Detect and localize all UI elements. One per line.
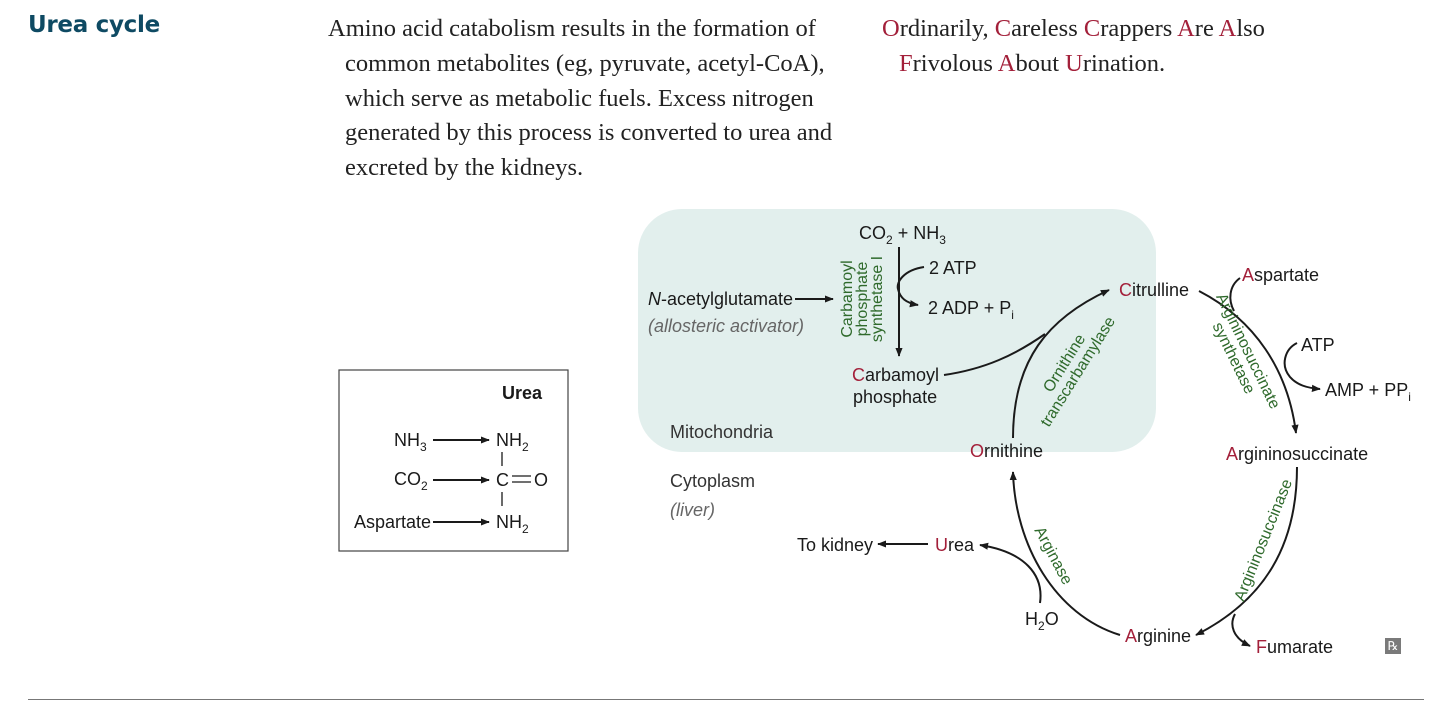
aspartate-join-arrow <box>1229 277 1241 312</box>
mnemonic-word: rappers <box>1100 15 1178 42</box>
bottom-divider <box>28 699 1424 700</box>
mnemonic-letter: O <box>882 15 900 42</box>
mnemonic-letter: U <box>1065 49 1083 77</box>
atp-adp-side-arrow <box>896 266 925 308</box>
enzyme-cps-line1: Carbamoyl <box>839 260 856 337</box>
mitochondria-region <box>638 209 1156 452</box>
arginase-urea-arrow <box>979 542 1042 604</box>
atp-in-label: 2 ATP <box>929 258 977 278</box>
urea-product-oxygen: O <box>534 470 548 490</box>
urea-source-co2: CO2 <box>394 469 428 493</box>
intro-text: Amino acid catabolism results in the for… <box>328 15 833 182</box>
atp-label: ATP <box>1301 335 1335 355</box>
fumarate-label: Fumarate <box>1256 637 1333 657</box>
intro-paragraph: Amino acid catabolism results in the for… <box>328 12 868 186</box>
co2-nh3-substrates: CO2 + NH3 <box>859 223 946 247</box>
arginine-label: Arginine <box>1125 626 1191 646</box>
mnemonic-letter: A <box>997 49 1016 77</box>
asl-enzyme-label: Argininosuccinase <box>1232 477 1296 604</box>
urea-source-nh3: NH3 <box>394 430 427 454</box>
mnemonic-letter: F <box>899 49 913 77</box>
cytoplasm-label: Cytoplasm <box>670 471 755 491</box>
mnemonic-letter: C <box>994 15 1012 42</box>
adp-out-label: 2 ADP + Pi <box>928 298 1014 322</box>
argininosuccinate-to-arginine-arrow <box>1195 466 1298 636</box>
urea-composition-box: Urea NH3 CO2 Aspartate NH2 C O NH2 <box>338 369 569 552</box>
mnemonic-word: lso <box>1236 15 1265 42</box>
urea-product-top: NH2 <box>496 430 529 454</box>
mnemonic-word: rdinarily, <box>899 15 995 42</box>
mnemonic-letter: A <box>1218 15 1237 42</box>
carbamoyl-phosphate-label: Carbamoyl <box>852 365 939 385</box>
carbamoyl-join-arrow <box>943 333 1046 376</box>
urea-box-title: Urea <box>502 383 543 403</box>
citrulline-label: Citrulline <box>1119 280 1189 300</box>
mnemonic-word: areless <box>1011 15 1084 42</box>
arginine-to-ornithine-arrow <box>1009 471 1121 636</box>
cps-enzyme-label: Carbamoyl phosphate synthetase I <box>839 256 886 342</box>
fumarate-side-arrow <box>1231 613 1251 647</box>
argininosuccinate-label: Argininosuccinate <box>1226 444 1368 464</box>
urea-product-bottom: NH2 <box>496 512 529 536</box>
cytoplasm-note: (liver) <box>670 500 715 520</box>
enzyme-asl: Argininosuccinase <box>1232 477 1296 604</box>
regulator-name: N-acetylglutamate <box>648 289 793 309</box>
urea-label: Urea <box>935 535 975 555</box>
mnemonic-word: rivolous <box>912 49 998 77</box>
mnemonic: Ordinarily, Careless Crappers Are Also F… <box>882 12 1402 82</box>
enzyme-cps-line3: synthetase I <box>869 256 886 342</box>
carbamoyl-phosphate-line2: phosphate <box>853 387 937 407</box>
rx-icon: ℞ <box>1385 638 1401 654</box>
enzyme-cps-line2: phosphate <box>854 262 871 337</box>
urea-product-carbon: C <box>496 470 509 490</box>
aspartate-label: Aspartate <box>1242 265 1319 285</box>
ornithine-label: Ornithine <box>970 441 1043 461</box>
regulator-note: (allosteric activator) <box>648 316 804 336</box>
ornithine-to-citrulline-arrow <box>1012 289 1110 439</box>
amp-ppi-label: AMP + PPi <box>1325 380 1411 404</box>
mnemonic-letter: C <box>1083 15 1101 42</box>
water-label: H2O <box>1025 609 1059 633</box>
citrulline-to-argininosuccinate-arrow <box>1198 290 1299 434</box>
page-title: Urea cycle <box>28 12 160 38</box>
mitochondria-label: Mitochondria <box>670 422 774 442</box>
mnemonic-word: re <box>1194 15 1219 42</box>
mnemonic-line-1: Ordinarily, Careless Crappers Are Also F… <box>882 12 1402 82</box>
to-kidney-label: To kidney <box>797 535 873 555</box>
mnemonic-word: bout <box>1015 49 1066 77</box>
mnemonic-letter: A <box>1177 15 1195 42</box>
mnemonic-word: rination. <box>1082 49 1166 77</box>
urea-source-aspartate: Aspartate <box>354 512 431 532</box>
urea-box-border <box>338 369 569 552</box>
atp-amp-side-arrow <box>1283 342 1321 392</box>
